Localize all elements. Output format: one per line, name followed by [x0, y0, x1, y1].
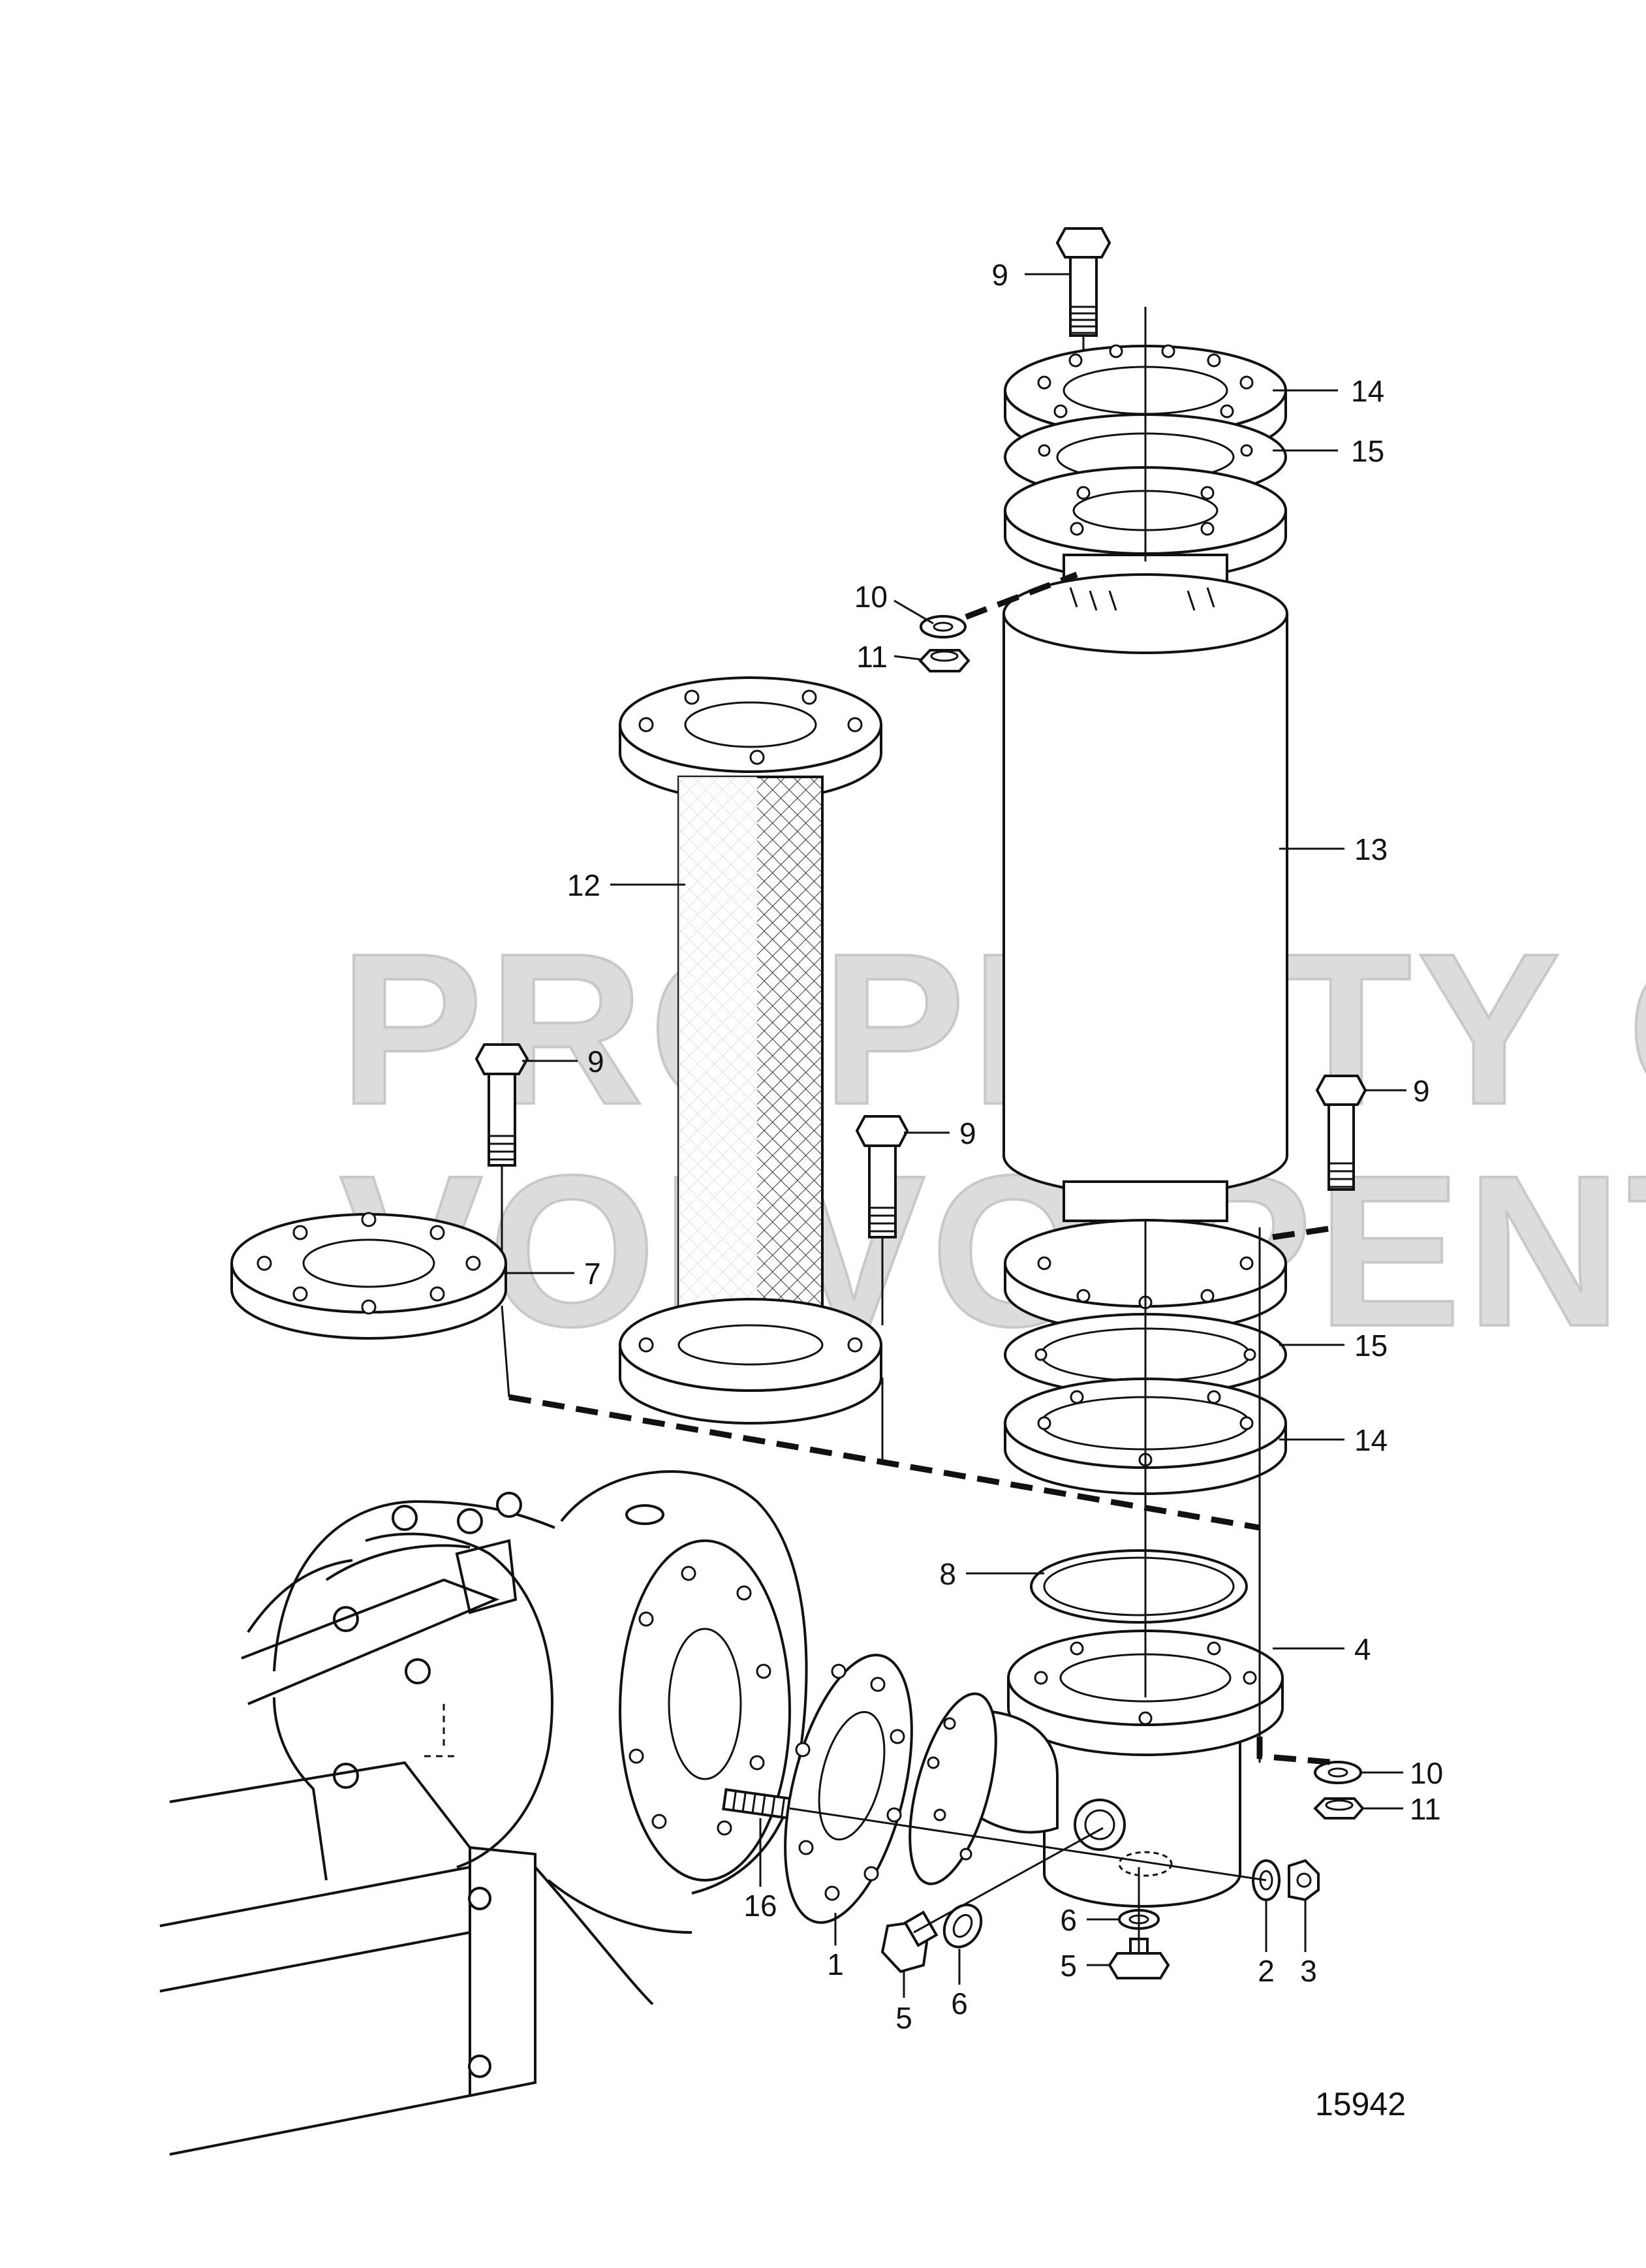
- drain-plug-left-5: [880, 1910, 939, 1974]
- assembly-lines: [501, 307, 1339, 1952]
- callout-10-bottom: 10: [1410, 1756, 1443, 1790]
- callout-14-top: 14: [1351, 374, 1384, 408]
- callout-11-bottom: 11: [1410, 1792, 1441, 1826]
- callout-11-top: 11: [856, 640, 888, 674]
- callout-8: 8: [939, 1557, 956, 1591]
- washer-10-upper: [920, 615, 967, 638]
- flexible-pipe-12: [619, 676, 882, 1425]
- middle-bolt: [855, 1115, 909, 1325]
- callout-3: 3: [1300, 1954, 1317, 1988]
- right-bolt: [1315, 1075, 1367, 1191]
- gasket-1: [784, 1654, 913, 1924]
- left-bolt: [474, 1043, 529, 1253]
- turbo-housing: [159, 1470, 808, 2156]
- nut-3: [1288, 1859, 1320, 1902]
- callout-10-top: 10: [854, 580, 888, 614]
- nut-11-upper: [918, 649, 971, 672]
- washer-10-lower: [1314, 1761, 1362, 1784]
- callout-15-bottom: 15: [1354, 1329, 1388, 1362]
- watermark-line-2: VOLVO PENTA: [339, 1130, 1646, 1371]
- callout-leaders: [503, 273, 1406, 1998]
- callout-5-right: 5: [1060, 1949, 1077, 1983]
- o-ring-8: [1030, 1549, 1248, 1624]
- callout-5-left: 5: [895, 2001, 912, 2035]
- callout-6-left: 6: [951, 1987, 968, 2021]
- callout-16: 16: [743, 1889, 777, 1923]
- callout-1: 1: [827, 1947, 844, 1981]
- stud-16: [722, 1788, 792, 1820]
- callout-6-right: 6: [1060, 1903, 1077, 1937]
- exhaust-elbow-4: [908, 1630, 1284, 1908]
- watermark-line-1: PROPERTY OF: [339, 908, 1646, 1149]
- callout-13: 13: [1354, 832, 1388, 866]
- callout-14-bottom: 14: [1354, 1423, 1388, 1457]
- callout-9-left: 9: [587, 1045, 604, 1079]
- callout-15-top: 15: [1351, 434, 1384, 468]
- callout-9-right: 9: [1413, 1074, 1430, 1108]
- loose-flange-7: [230, 1212, 507, 1340]
- muffler-13: [1002, 554, 1288, 1222]
- callout-7: 7: [584, 1257, 601, 1291]
- watermark: PROPERTY OF VOLVO PENTA: [338, 907, 1646, 1372]
- callout-9-middle: 9: [959, 1116, 976, 1150]
- callout-2: 2: [1258, 1954, 1275, 1988]
- callout-12: 12: [567, 868, 600, 902]
- callout-9-top: 9: [991, 258, 1008, 292]
- washer-left-6: [942, 1903, 983, 1949]
- callout-4: 4: [1354, 1632, 1371, 1666]
- figure-number: 15942: [1315, 2086, 1406, 2122]
- callout-labels: 9 14 15 10 11 12 13 9 9 9 7 15 14 8 4 10…: [567, 258, 1443, 2035]
- nut-11-lower: [1313, 1797, 1365, 1819]
